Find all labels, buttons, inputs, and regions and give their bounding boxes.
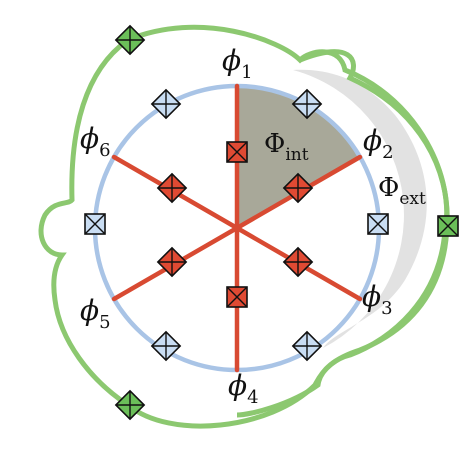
- crossed-box-icon: [437, 215, 459, 237]
- crossed-box-icon: [84, 213, 106, 235]
- label-phi1: ϕ1: [222, 44, 253, 83]
- crossed-diamond-box-icon: [283, 247, 313, 277]
- label-phi2: ϕ2: [363, 124, 394, 163]
- label-phi4: ϕ4: [228, 369, 259, 408]
- outer-loop: [38, 24, 450, 429]
- label-phi6: ϕ6: [80, 122, 111, 161]
- label-phi5: ϕ5: [80, 294, 111, 333]
- label-flux-ext: Φext: [378, 173, 426, 209]
- node-labels: ϕ1 ϕ2 ϕ3 ϕ4 ϕ5 ϕ6: [80, 44, 394, 408]
- crossed-box-icon: [226, 286, 248, 308]
- flux-ext-region: [293, 69, 427, 349]
- label-flux-int: Φint: [264, 129, 309, 165]
- crossed-box-icon: [226, 141, 248, 163]
- flux-labels: Φint Φext: [264, 129, 426, 209]
- crossed-diamond-box-icon: [115, 25, 145, 55]
- outer-loop-right: [236, 49, 450, 418]
- crossed-box-icon: [367, 213, 389, 235]
- label-phi3: ϕ3: [362, 280, 393, 319]
